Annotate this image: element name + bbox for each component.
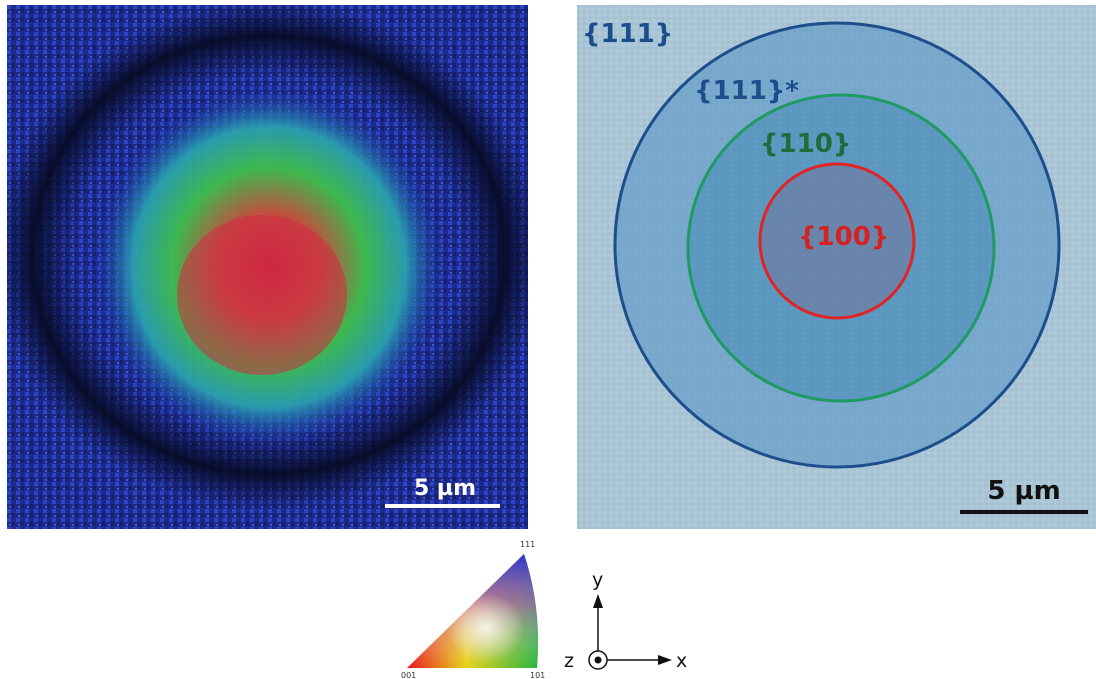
z-axis-label: z <box>564 650 574 672</box>
label-100: {100} <box>798 222 889 252</box>
ipf-color-legend: 111 001 101 <box>396 538 546 679</box>
label-111: {111} <box>582 19 673 49</box>
right-scale-bar <box>960 510 1088 514</box>
left-scale-bar-label: 5 µm <box>414 476 476 501</box>
right-scale-bar-label: 5 µm <box>987 476 1060 506</box>
ebsd-orientation-map: 5 µm <box>7 5 528 529</box>
label-111-star: {111}* <box>694 76 799 106</box>
label-110: {110} <box>760 129 851 159</box>
ipf-label-111: 111 <box>520 540 535 549</box>
left-scale-bar <box>385 504 500 508</box>
x-axis-label: x <box>676 650 687 672</box>
schematic-graphic: {111} {111}* {110} {100} 5 µm <box>577 5 1096 529</box>
ipf-label-001: 001 <box>401 671 416 679</box>
y-axis-arrowhead <box>593 594 603 608</box>
ipf-label-101: 101 <box>530 671 545 679</box>
coordinate-axes: y z x <box>560 568 690 679</box>
circle-100 <box>758 162 916 320</box>
orientation-zone-schematic: {111} {111}* {110} {100} 5 µm <box>577 5 1096 529</box>
y-axis-label: y <box>592 569 603 591</box>
ebsd-map-graphic: 5 µm <box>7 5 528 529</box>
x-axis-arrowhead <box>658 655 672 665</box>
